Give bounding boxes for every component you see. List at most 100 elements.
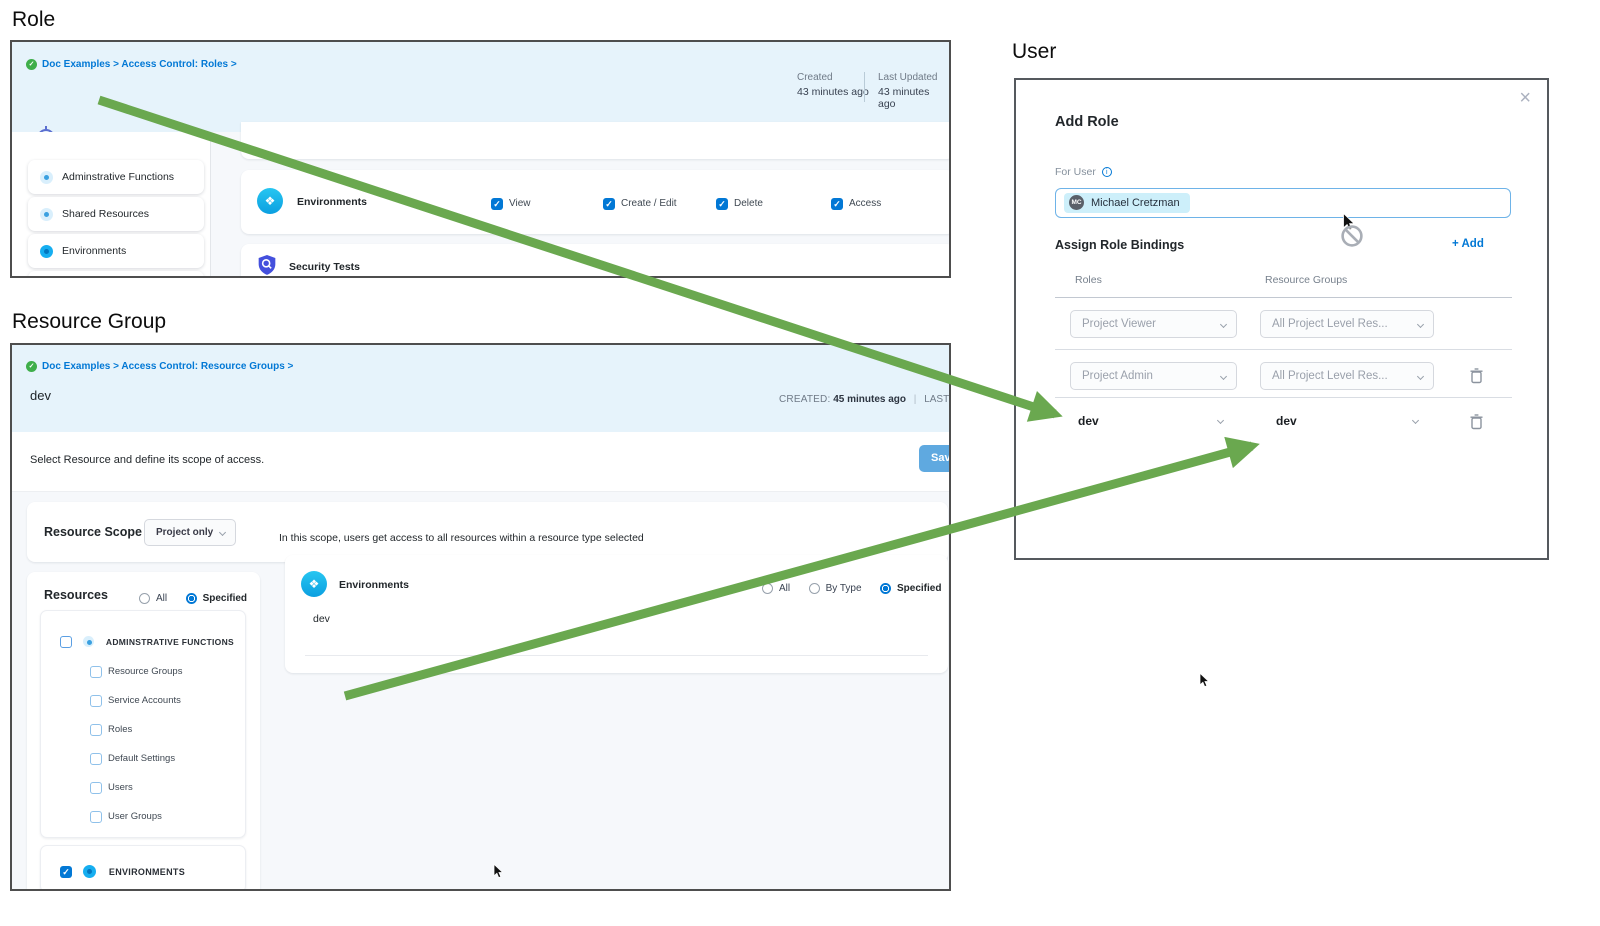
resource-group-select-row2[interactable]: All Project Level Res...: [1260, 362, 1434, 390]
trash-icon[interactable]: [1469, 367, 1484, 384]
role-select-row1[interactable]: Project Viewer: [1070, 310, 1237, 338]
environments-checkbox[interactable]: ✓: [60, 865, 72, 878]
trash-icon[interactable]: [1469, 413, 1484, 430]
user-input[interactable]: MC Michael Cretzman: [1055, 188, 1511, 218]
environments-icon: ❖: [257, 188, 283, 214]
resource-group-panel: ✓ Doc Examples > Access Control: Resourc…: [10, 343, 951, 891]
created-block: Created 43 minutes ago: [797, 72, 869, 98]
user-section-heading: User: [1012, 40, 1057, 63]
for-user-label: For User i: [1055, 166, 1112, 178]
mouse-cursor: [493, 864, 503, 878]
resource-category-icon: [40, 170, 53, 184]
info-icon[interactable]: i: [1101, 167, 1112, 177]
scope-environments-card: ❖ Environments All By Type Specified dev: [285, 555, 948, 673]
radio-specified[interactable]: [185, 593, 197, 605]
delete-checkbox[interactable]: ✓: [716, 197, 728, 210]
role-select-row2[interactable]: Project Admin: [1070, 362, 1237, 390]
role-select-row3[interactable]: dev: [1078, 414, 1099, 428]
breadcrumb-text[interactable]: Doc Examples > Access Control: Roles >: [42, 59, 237, 70]
save-button[interactable]: Save: [919, 445, 949, 472]
scope-radio-group: All By Type Specified: [762, 580, 941, 598]
sidebar-item-administrative-functions[interactable]: Adminstrative Functions: [28, 160, 204, 194]
environments-icon: [83, 865, 97, 879]
tree-child-row[interactable]: Users: [90, 779, 133, 797]
updated-block: Last Updated 43 minutes ago: [878, 72, 949, 110]
sidebar-item-environments[interactable]: Environments: [28, 234, 204, 268]
tree-child-row[interactable]: Roles: [90, 721, 132, 739]
users-checkbox[interactable]: [90, 781, 102, 794]
user-chip[interactable]: MC Michael Cretzman: [1064, 192, 1190, 213]
permission-access[interactable]: ✓Access: [831, 195, 881, 213]
role-panel-header: ✓ Doc Examples > Access Control: Roles >…: [12, 42, 949, 150]
chevron-down-icon[interactable]: [1411, 416, 1420, 425]
chevron-down-icon[interactable]: [1216, 416, 1225, 425]
resources-column: Resources All Specified ADMINSTRATIVE FU…: [27, 572, 261, 889]
resources-radio-group: All Specified: [139, 590, 261, 608]
resource-group-select-row1[interactable]: All Project Level Res...: [1260, 310, 1434, 338]
permission-row-security-tests: Security Tests: [241, 244, 949, 276]
radio-by-type[interactable]: [808, 583, 820, 595]
breadcrumb[interactable]: ✓ Doc Examples > Access Control: Resourc…: [26, 361, 293, 372]
role-panel: ✓ Doc Examples > Access Control: Roles >…: [10, 40, 951, 278]
create-edit-checkbox[interactable]: ✓: [603, 197, 615, 210]
divider: [1055, 397, 1512, 398]
default-settings-checkbox[interactable]: [90, 752, 102, 765]
access-checkbox[interactable]: ✓: [831, 197, 843, 210]
sidebar-item-label: Adminstrative Functions: [62, 171, 175, 183]
divider: [1055, 349, 1512, 350]
scope-item-dev: dev: [313, 613, 330, 625]
permission-resource-label: Security Tests: [289, 261, 361, 273]
permission-create-edit[interactable]: ✓Create / Edit: [603, 195, 677, 213]
security-tests-icon: [258, 255, 276, 275]
resources-label: Resources: [44, 588, 108, 602]
resource-group-toolbar: Select Resource and define its scope of …: [12, 432, 949, 492]
sidebar-item-partial[interactable]: [28, 271, 204, 276]
created-label: Created: [797, 72, 833, 83]
divider: [305, 655, 928, 656]
tree-child-row[interactable]: Resource Groups: [90, 663, 182, 681]
not-allowed-icon: [1341, 225, 1363, 247]
project-icon: ✓: [26, 361, 37, 372]
permission-delete[interactable]: ✓Delete: [716, 195, 763, 213]
assign-role-bindings-label: Assign Role Bindings: [1055, 238, 1185, 252]
add-role-modal: × Add Role For User i MC Michael Cretzma…: [1014, 78, 1549, 560]
view-checkbox[interactable]: ✓: [491, 197, 503, 210]
permission-view[interactable]: ✓View: [491, 195, 531, 213]
breadcrumb-text[interactable]: Doc Examples > Access Control: Resource …: [42, 361, 294, 372]
avatar: MC: [1069, 195, 1084, 210]
service-accounts-checkbox[interactable]: [90, 694, 102, 707]
tree-child-row[interactable]: Default Settings: [90, 750, 175, 768]
sidebar-item-label: Shared Resources: [62, 208, 149, 220]
chevron-down-icon: [1416, 320, 1425, 328]
mouse-cursor: [1199, 673, 1209, 687]
resource-groups-checkbox[interactable]: [90, 665, 102, 678]
scope-resource-label: Environments: [339, 579, 410, 591]
scope-note: In this scope, users get access to all r…: [279, 532, 644, 544]
resource-group-select-row3[interactable]: dev: [1276, 414, 1297, 428]
resource-group-section-heading: Resource Group: [12, 310, 167, 333]
created-line: CREATED: 45 minutes ago | LAST UPD: [779, 394, 949, 405]
environments-group-card[interactable]: ✓ ENVIRONMENTS: [40, 845, 246, 889]
resource-category-icon: [40, 207, 53, 221]
permission-row-environments: ❖ Environments ✓View ✓Create / Edit ✓Del…: [241, 170, 949, 234]
close-icon[interactable]: ×: [1519, 87, 1531, 109]
created-value: 43 minutes ago: [797, 86, 869, 98]
user-groups-checkbox[interactable]: [90, 810, 102, 823]
updated-value: 43 minutes ago: [878, 86, 930, 110]
radio-specified[interactable]: [879, 583, 891, 595]
radio-all[interactable]: [139, 593, 150, 605]
administrative-functions-checkbox[interactable]: [60, 635, 72, 648]
tree-child-row[interactable]: Service Accounts: [90, 692, 181, 710]
add-binding-button[interactable]: + Add: [1452, 238, 1484, 250]
tree-parent-row[interactable]: ADMINSTRATIVE FUNCTIONS: [60, 633, 234, 651]
radio-all[interactable]: [762, 583, 773, 595]
column-roles: Roles: [1075, 274, 1102, 286]
breadcrumb[interactable]: ✓ Doc Examples > Access Control: Roles >: [26, 59, 237, 70]
roles-checkbox[interactable]: [90, 723, 102, 736]
divider: [1055, 297, 1512, 298]
resource-scope-select[interactable]: Project only: [144, 519, 236, 546]
meta-separator: |: [913, 394, 917, 405]
sidebar-item-shared-resources[interactable]: Shared Resources: [28, 197, 204, 231]
tree-child-row[interactable]: User Groups: [90, 808, 162, 826]
